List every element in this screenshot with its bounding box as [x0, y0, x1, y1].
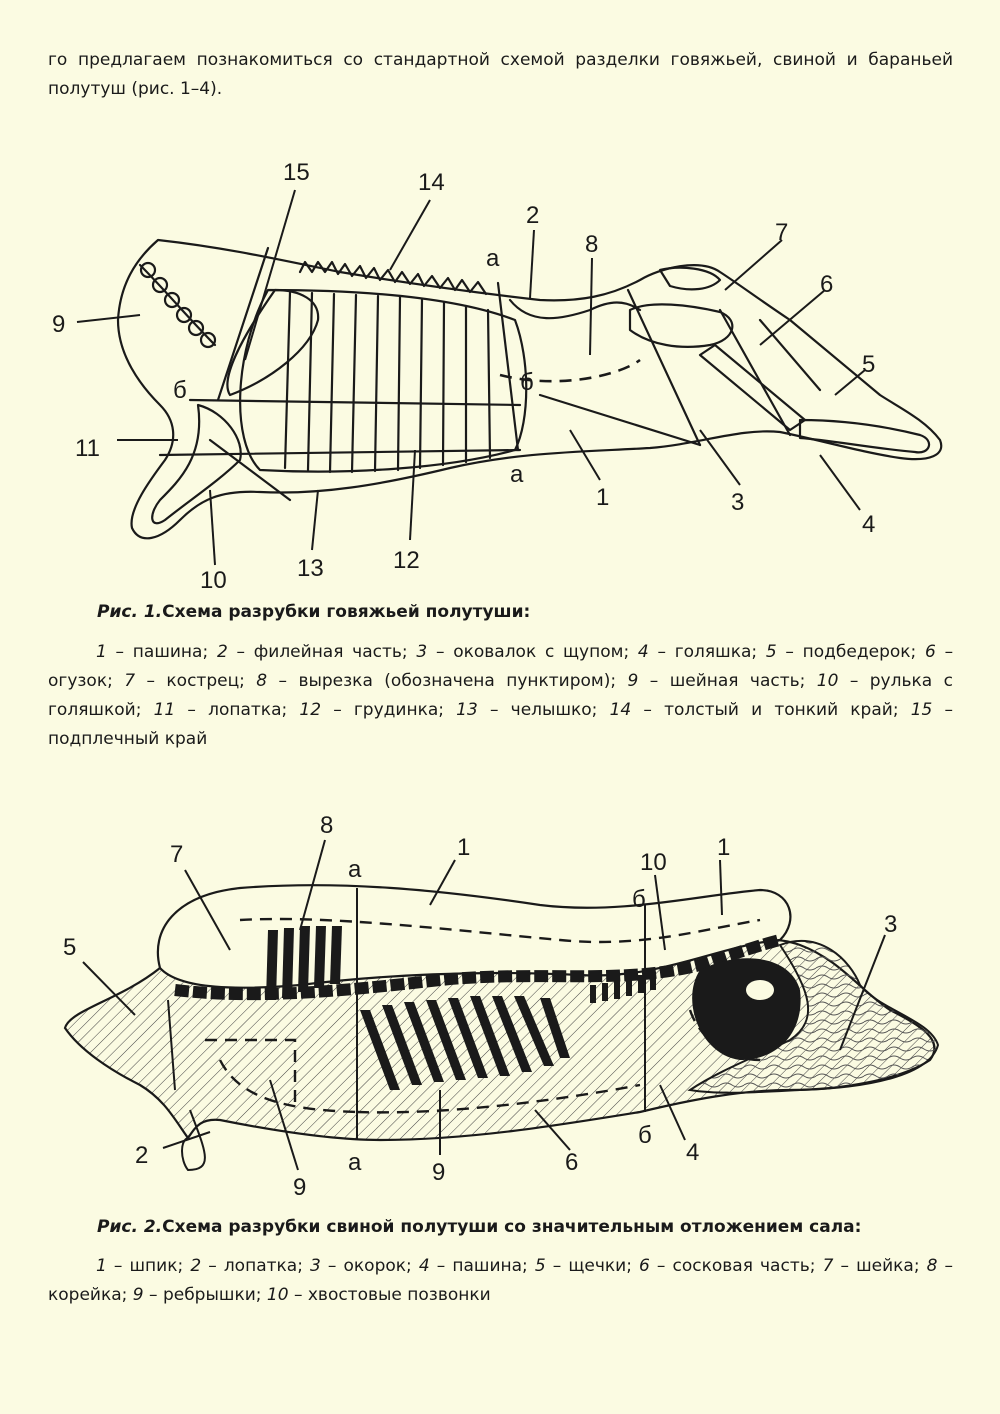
beef-label-13: 13 — [297, 555, 324, 582]
beef-label-2: 2 — [526, 202, 539, 229]
beef-label-8: 8 — [585, 231, 598, 258]
pork-label-b-bottom: б — [638, 1122, 652, 1149]
beef-label-1: 1 — [596, 484, 609, 511]
beef-label-12: 12 — [393, 547, 420, 574]
figure2-caption: Рис. 2.Схема разрубки свиной полутуши со… — [97, 1217, 861, 1237]
beef-label-4: 4 — [862, 511, 875, 538]
figure1-legend-num: 13 — [456, 700, 478, 720]
figure1-legend-text: филейная часть — [253, 642, 402, 662]
pork-label-b-top: б — [632, 886, 646, 913]
figure1-legend-text: лопатка — [208, 700, 282, 720]
figure1-legend-num: 15 — [910, 700, 933, 720]
figure1-legend-text: рулька с голяшкой — [48, 671, 953, 720]
figure1-legend-text: огузок — [48, 671, 108, 691]
pork-label-3: 3 — [884, 911, 897, 938]
figure2-legend-text: ребрышки — [162, 1285, 256, 1305]
figure1-legend-text: пашина — [132, 642, 203, 662]
pork-label-1-b: 1 — [717, 834, 730, 861]
figure2-legend-num: 7 — [822, 1256, 834, 1276]
figure1-legend-num: 12 — [299, 700, 322, 720]
pork-label-1-a: 1 — [457, 834, 470, 861]
figure2-legend-num: 10 — [266, 1285, 289, 1305]
figure1-legend-text: грудинка — [353, 700, 439, 720]
figure2-legend-text: окорок — [343, 1256, 407, 1276]
figure2-legend-text: шейка — [856, 1256, 914, 1276]
figure2-legend-text: шпик — [129, 1256, 178, 1276]
figure2-legend-num: 1 — [96, 1256, 107, 1276]
pork-label-a-bottom: а — [348, 1149, 362, 1176]
figure1-legend-num: 4 — [637, 642, 649, 662]
beef-label-14: 14 — [418, 169, 445, 196]
figure1-legend-num: 14 — [609, 700, 632, 720]
figure1-legend-num: 10 — [816, 671, 839, 691]
figure2-caption-title: Схема разрубки свиной полутуши со значит… — [162, 1217, 862, 1237]
figure1-legend-num: 3 — [416, 642, 428, 662]
beef-label-11: 11 — [75, 435, 100, 462]
figure1-legend-text: вырезка (обозначена пунктиром) — [298, 671, 611, 691]
figure1-legend-text: челышко — [510, 700, 592, 720]
figure1-legend-num: 1 — [96, 642, 107, 662]
figure1-legend-num: 7 — [124, 671, 136, 691]
figure2-legend-text: лопатка — [223, 1256, 298, 1276]
pork-label-2: 2 — [135, 1142, 148, 1169]
pork-label-6: 6 — [565, 1149, 578, 1176]
beef-label-a-bottom: а — [510, 461, 524, 488]
figure1-caption: Рис. 1.Схема разрубки говяжьей полутуши: — [97, 602, 530, 622]
pork-label-7: 7 — [170, 841, 183, 868]
figure1-legend-num: 9 — [627, 671, 639, 691]
figure1-caption-title: Схема разрубки говяжьей полутуши: — [162, 602, 531, 622]
figure1-caption-prefix: Рис. 1. — [97, 602, 163, 622]
figure1-legend-num: 5 — [765, 642, 777, 662]
intro-paragraph: го предлагаем познакомиться со стандартн… — [48, 50, 953, 99]
figure2-legend-num: 5 — [534, 1256, 546, 1276]
figure2-legend-num: 4 — [418, 1256, 430, 1276]
figure1-legend-text: подбедерок — [802, 642, 911, 662]
pork-label-8: 8 — [320, 812, 333, 839]
figure1-legend-text: подплечный край — [48, 729, 208, 749]
beef-label-9: 9 — [52, 311, 65, 338]
figure1-legend-text: кострец — [166, 671, 240, 691]
figure2-legend-num: 8 — [926, 1256, 938, 1276]
beef-label-6: 6 — [820, 271, 833, 298]
figure2-legend-num: 3 — [310, 1256, 321, 1276]
beef-label-a-top: а — [486, 245, 500, 272]
figure2-legend-text: пашина — [452, 1256, 523, 1276]
beef-label-3: 3 — [731, 489, 744, 516]
figure2-legend-text: щечки — [568, 1256, 627, 1276]
beef-label-b-left: б — [173, 377, 187, 404]
figure1-legend-text: шейная часть — [669, 671, 800, 691]
pork-cutting-diagram: 1 1 2 3 4 5 6 7 8 9 9 10 а а б б — [63, 812, 940, 1201]
pork-label-10: 10 — [640, 849, 667, 876]
figure1-legend-num: 8 — [256, 671, 268, 691]
figure2-legend-num: 2 — [190, 1256, 202, 1276]
figure2-legend-num: 9 — [132, 1285, 144, 1305]
figure2-legend-text: сосковая часть — [672, 1256, 810, 1276]
figure1-legend-num: 11 — [153, 700, 176, 720]
beef-label-15: 15 — [283, 159, 310, 186]
figure1-legend: 1 – пашина; 2 – филейная часть; 3 – оков… — [48, 642, 954, 749]
figure1-legend-text: толстый и тонкий край — [664, 700, 893, 720]
figure1-legend-text: оковалок с щупом — [453, 642, 624, 662]
beef-label-5: 5 — [862, 351, 875, 378]
pork-label-5: 5 — [63, 934, 76, 961]
beef-label-7: 7 — [775, 219, 788, 246]
beef-cutting-diagram: 1 2 3 4 5 6 7 8 9 10 11 12 13 14 15 а а … — [52, 159, 943, 594]
figure1-legend-num: 2 — [216, 642, 228, 662]
pork-label-9-a: 9 — [293, 1174, 306, 1201]
pork-label-9-b: 9 — [432, 1159, 445, 1186]
figure1-legend-text: голяшка — [674, 642, 752, 662]
pork-label-a-top: а — [348, 856, 362, 883]
beef-label-10: 10 — [200, 567, 227, 594]
figure2-legend-text: корейка — [48, 1285, 122, 1305]
pork-label-4: 4 — [686, 1139, 699, 1166]
figure1-legend-num: 6 — [925, 642, 936, 662]
figure2-caption-prefix: Рис. 2. — [97, 1217, 163, 1237]
figure2-legend-num: 6 — [639, 1256, 650, 1276]
figure2-legend: 1 – шпик; 2 – лопатка; 3 – окорок; 4 – п… — [48, 1256, 954, 1305]
beef-label-b-right: б — [520, 369, 534, 396]
figure2-legend-text: хвостовые позвонки — [307, 1285, 491, 1305]
